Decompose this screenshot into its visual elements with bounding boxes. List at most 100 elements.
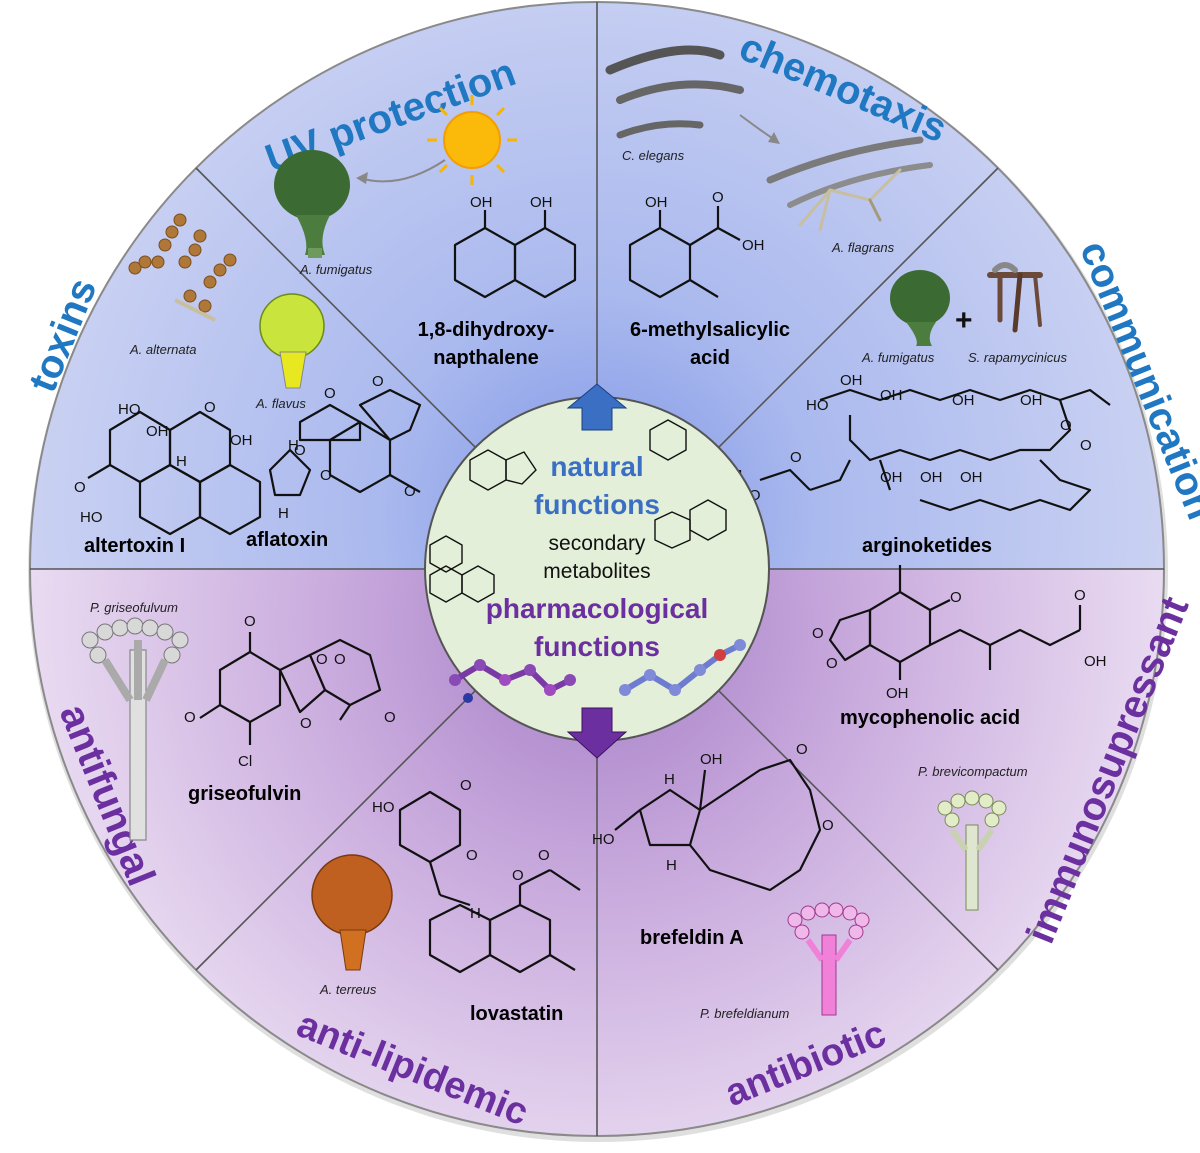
brefeldin-ho: HO xyxy=(592,831,615,848)
arginoketides-oh-7: OH xyxy=(960,469,983,486)
uv-arrow-head xyxy=(356,172,368,184)
arthrobotrys-flagrans-icon xyxy=(766,136,933,232)
brefeldin-oh: OH xyxy=(700,751,723,768)
center-functions-1: functions xyxy=(534,489,660,520)
streptomyces-rapamycinicus-icon xyxy=(987,262,1043,333)
center-natural: natural xyxy=(550,451,643,482)
compound-griseofulvin: griseofulvin xyxy=(188,783,301,805)
aflatoxin-o-5: O xyxy=(404,483,416,500)
organism-c-elegans: C. elegans xyxy=(622,148,685,163)
penicillium-brevicompactum-icon xyxy=(937,790,1007,911)
compound-lovastatin: lovastatin xyxy=(470,1003,563,1025)
center-functions-2: functions xyxy=(534,631,660,662)
altertoxin-oh-2: OH xyxy=(230,432,253,449)
mycophenolic-o-2: O xyxy=(812,625,824,642)
arginoketides-structure: HO OH OH OH OH O O OH OH OH HO O xyxy=(738,372,1111,512)
center-secondary: secondary xyxy=(549,532,646,555)
penicillium-griseofulvum-icon xyxy=(81,617,189,841)
griseofulvin-o-6: O xyxy=(384,709,396,726)
penicillium-brefeldianum-icon xyxy=(787,902,870,1016)
organism-s-rapamycinicus: S. rapamycinicus xyxy=(968,350,1067,365)
chemotaxis-arrow-head xyxy=(768,132,780,144)
compound-msa-line1: 6-methylsalicylic xyxy=(630,319,790,341)
compound-dhn-line2: napthalene xyxy=(433,347,539,369)
dhn-structure: OH OH xyxy=(453,194,577,299)
aflatoxin-o-3: O xyxy=(294,442,306,459)
aflatoxin-o-2: O xyxy=(372,373,384,390)
lovastatin-structure: HO O O H O O xyxy=(372,777,581,974)
arginoketides-oh-1: OH xyxy=(840,372,863,389)
lovastatin-o-1: O xyxy=(460,777,472,794)
brefeldin-o-1: O xyxy=(796,741,808,758)
mycophenolic-structure: O O O OH O OH xyxy=(812,565,1107,702)
organism-p-brevicompactum: P. brevicompactum xyxy=(918,764,1028,779)
aspergillus-terreus-icon xyxy=(311,854,393,971)
aflatoxin-h-1: H xyxy=(288,437,299,454)
griseofulvin-o-2: O xyxy=(316,651,328,668)
aflatoxin-h-2: H xyxy=(278,505,289,522)
altertoxin-o-1: O xyxy=(74,479,86,496)
center-small-structures xyxy=(429,419,727,603)
organism-a-flavus: A. flavus xyxy=(255,396,306,411)
altertoxin-h: H xyxy=(176,453,187,470)
brefeldin-o-2: O xyxy=(822,817,834,834)
mycophenolic-oh-1: OH xyxy=(886,685,909,702)
lovastatin-o-2: O xyxy=(466,847,478,864)
arginoketides-o-3: O xyxy=(790,449,802,466)
aflatoxin-o-1: O xyxy=(324,385,336,402)
alternaria-stalk xyxy=(174,298,216,322)
organism-a-alternata: A. alternata xyxy=(129,342,197,357)
lovastatin-ho: HO xyxy=(372,799,395,816)
c-elegans-icon xyxy=(605,45,744,139)
compound-altertoxin: altertoxin I xyxy=(84,535,185,557)
plus-sign: + xyxy=(955,304,973,337)
arginoketides-o-1: O xyxy=(1060,417,1072,434)
down-arrow xyxy=(566,707,628,759)
alternaria-alternata-icon xyxy=(128,213,237,313)
organism-a-fumigatus-uv: A. fumigatus xyxy=(299,262,373,277)
arginoketides-ho-1: HO xyxy=(806,397,829,414)
sun-icon xyxy=(427,95,517,185)
altertoxin-ho-2: HO xyxy=(80,509,103,526)
aspergillus-fumigatus-icon xyxy=(274,150,350,258)
compound-aflatoxin: aflatoxin xyxy=(246,529,328,551)
dhn-oh-2: OH xyxy=(530,194,553,211)
msa-oh-1: OH xyxy=(645,194,668,211)
up-arrow xyxy=(566,383,628,431)
compound-mycophenolic: mycophenolic acid xyxy=(840,707,1020,729)
organism-a-terreus: A. terreus xyxy=(319,982,377,997)
msa-oh-2: OH xyxy=(742,237,765,254)
altertoxin-ho: HO xyxy=(118,401,141,418)
arginoketides-oh-3: OH xyxy=(952,392,975,409)
arginoketides-o-2: O xyxy=(1080,437,1092,454)
griseofulvin-cl: Cl xyxy=(238,753,252,770)
aspergillus-fumigatus-comm-icon xyxy=(890,270,950,346)
compound-msa-line2: acid xyxy=(690,347,730,369)
organism-p-brefeldianum: P. brefeldianum xyxy=(700,1006,790,1021)
msa-structure: OH O OH xyxy=(628,189,765,299)
aflatoxin-structure: O O O O O H H xyxy=(268,373,422,522)
griseofulvin-o-5: O xyxy=(300,715,312,732)
compound-brefeldin: brefeldin A xyxy=(640,927,744,949)
griseofulvin-o-4: O xyxy=(184,709,196,726)
center-3d-models xyxy=(449,639,746,703)
dhn-oh-1: OH xyxy=(470,194,493,211)
griseofulvin-o-1: O xyxy=(244,613,256,630)
brefeldin-h-1: H xyxy=(664,771,675,788)
organism-a-flagrans: A. flagrans xyxy=(831,240,895,255)
mycophenolic-o-4: O xyxy=(1074,587,1086,604)
arginoketides-oh-2: OH xyxy=(880,387,903,404)
altertoxin-oh-1: OH xyxy=(146,423,169,440)
center-disc: natural functions secondary metabolites … xyxy=(424,383,770,759)
compound-arginoketides: arginoketides xyxy=(862,535,992,557)
mycophenolic-oh-2: OH xyxy=(1084,653,1107,670)
mycophenolic-o-1: O xyxy=(950,589,962,606)
griseofulvin-structure: O O O O O O Cl xyxy=(184,613,396,770)
altertoxin-structure: O HO OH H O OH HO xyxy=(74,399,262,536)
lovastatin-h: H xyxy=(470,905,481,922)
organism-a-fumigatus-comm: A. fumigatus xyxy=(861,350,935,365)
aspergillus-flavus-icon xyxy=(259,293,325,389)
uv-arrow xyxy=(359,159,446,183)
griseofulvin-o-3: O xyxy=(334,651,346,668)
